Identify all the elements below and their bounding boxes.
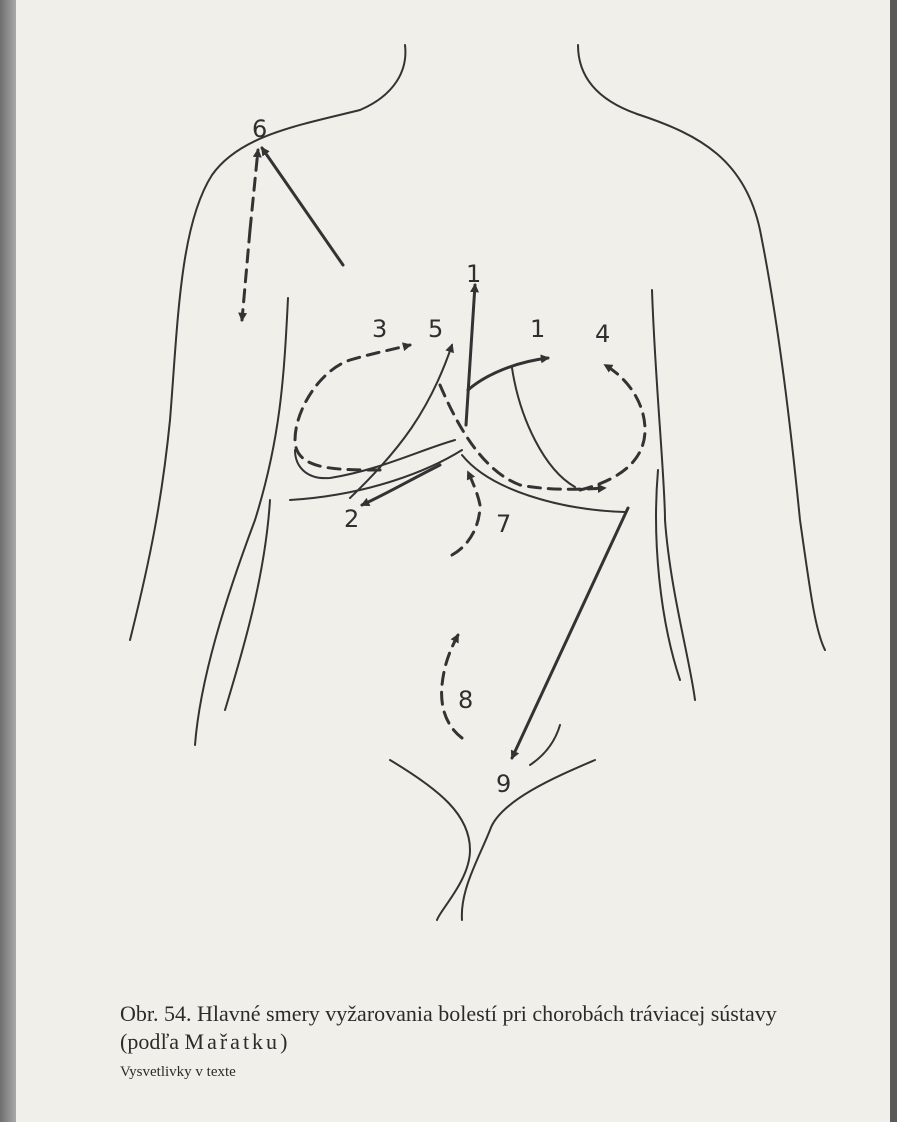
label-5: 5 <box>428 315 443 343</box>
arm-inner-left <box>195 298 288 745</box>
arrow-labels: 6 1 3 5 1 4 2 7 8 9 <box>252 115 610 798</box>
caption-close: ) <box>280 1029 287 1054</box>
waist-right <box>656 470 680 680</box>
arrow-6-dashed-down <box>242 230 250 320</box>
figure-caption: Obr. 54. Hlavné smery vyžarovania bolest… <box>120 1000 820 1056</box>
waist-left <box>225 500 270 710</box>
body-outline <box>130 45 825 920</box>
label-9: 9 <box>496 770 511 798</box>
neck-right <box>578 45 640 115</box>
arrow-9 <box>512 508 628 758</box>
arrow-6-dashed-up <box>250 150 258 230</box>
costal-line-right-inner <box>512 368 575 487</box>
arrow-1-right <box>468 358 548 390</box>
scan-frame-left <box>0 0 16 1122</box>
arrow-6-solid <box>262 148 343 265</box>
groin-right <box>462 760 595 920</box>
torso-pain-diagram: 6 1 3 5 1 4 2 7 8 9 <box>16 0 890 1122</box>
inguinal-right <box>530 725 560 765</box>
label-8: 8 <box>458 686 473 714</box>
label-4: 4 <box>595 320 610 348</box>
arrow-4-dashed <box>580 365 645 490</box>
label-3: 3 <box>372 315 387 343</box>
book-page: 6 1 3 5 1 4 2 7 8 9 Obr. 54. Hlavné smer… <box>16 0 890 1122</box>
arrow-5 <box>350 345 452 498</box>
label-1-right: 1 <box>530 315 545 343</box>
groin-left <box>390 760 470 920</box>
arrow-center-dashed <box>440 385 605 489</box>
arm-inner-right <box>652 290 695 700</box>
pain-arrows <box>242 148 645 758</box>
scan-frame-right <box>890 0 897 1122</box>
shoulder-outer-right <box>640 115 825 650</box>
caption-note: Vysvetlivky v texte <box>120 1064 236 1081</box>
label-7: 7 <box>496 510 511 538</box>
label-2: 2 <box>344 505 359 533</box>
neck-left <box>360 45 405 110</box>
costal-line-left-lower <box>290 450 462 500</box>
caption-author: Mařatku <box>185 1029 281 1054</box>
label-1-top: 1 <box>466 260 481 288</box>
arrow-1-up <box>466 285 475 425</box>
label-6: 6 <box>252 115 267 143</box>
arrow-7-dashed <box>452 472 480 555</box>
